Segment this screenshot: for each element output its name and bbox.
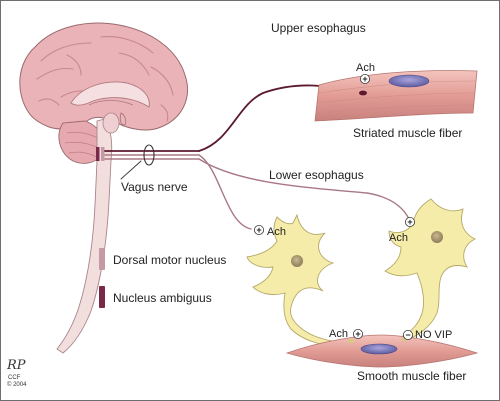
legend-swatch	[99, 286, 105, 308]
ach-neuron-left-label: Ach	[267, 226, 286, 238]
dorsal-motor-nucleus-mark	[101, 147, 105, 161]
smooth-muscle-nucleus	[360, 343, 398, 355]
legend-swatch	[99, 248, 105, 270]
smooth-muscle-fiber	[285, 334, 479, 368]
svg-text:−: −	[405, 330, 410, 340]
smooth-muscle-fiber-label: Smooth muscle fiber	[357, 369, 466, 383]
svg-text:+: +	[355, 329, 360, 339]
ach-striated-label: Ach	[356, 62, 375, 74]
lower-esophagus-label: Lower esophagus	[269, 168, 364, 182]
nerve-fibers	[104, 84, 410, 230]
svg-text:+: +	[407, 217, 412, 227]
svg-text:+: +	[362, 74, 367, 84]
upper-esophagus-label: Upper esophagus	[271, 21, 366, 35]
synapse-signs: + + + + −	[253, 74, 415, 340]
plus-sign-striated: +	[359, 74, 370, 84]
ach-smooth-label: Ach	[329, 328, 348, 340]
signature-year: © 2004	[7, 381, 27, 388]
signature-initials: RP	[6, 358, 26, 373]
striated-muscle-nucleus	[388, 74, 430, 88]
signature-org: CCF	[8, 375, 21, 381]
striated-muscle-fiber	[314, 70, 478, 122]
labels: Upper esophagus Ach Striated muscle fibe…	[121, 21, 466, 383]
plus-sign-neuron-right: +	[404, 216, 415, 227]
artist-signature: RP CCF © 2004	[6, 358, 27, 388]
legend-label: Nucleus ambiguus	[113, 291, 212, 305]
striated-muscle-fiber-label: Striated muscle fiber	[353, 126, 462, 140]
plus-sign-smooth: +	[352, 328, 363, 339]
legend: Dorsal motor nucleus Nucleus ambiguus	[99, 248, 226, 308]
no-vip-label: NO VIP	[415, 329, 452, 341]
ach-neuron-right-label: Ach	[389, 232, 408, 244]
neuron-right	[384, 198, 477, 342]
legend-item-nucleus-ambiguus: Nucleus ambiguus	[99, 286, 212, 308]
brainstem-nuclei	[96, 147, 105, 161]
svg-text:+: +	[256, 225, 261, 235]
neuron-left	[246, 213, 346, 348]
plus-sign-neuron-left: +	[253, 224, 264, 235]
nucleus-ambiguus-mark	[96, 147, 100, 161]
vagus-nerve-label: Vagus nerve	[121, 180, 188, 194]
brain	[19, 22, 189, 354]
legend-item-dorsal-motor-nucleus: Dorsal motor nucleus	[99, 248, 226, 270]
minus-sign-smooth: −	[402, 329, 413, 340]
legend-label: Dorsal motor nucleus	[113, 253, 226, 267]
